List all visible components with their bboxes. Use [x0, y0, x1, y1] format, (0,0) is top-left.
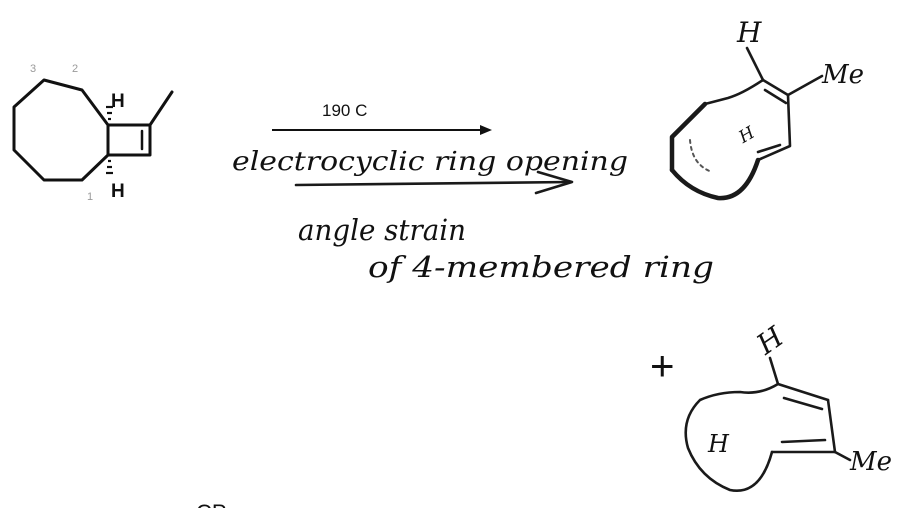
- product-1-h-label: H: [736, 16, 762, 49]
- reaction-arrow-group: 190 C electrocyclic ring opening: [232, 101, 628, 195]
- explanation-line-1: angle strain: [298, 213, 466, 247]
- bottom-text-fragment: CP: [196, 500, 227, 508]
- product-2-c-c-right: [826, 398, 837, 454]
- product-1-h-bond: [745, 46, 765, 82]
- plus-sign: +: [650, 342, 675, 389]
- ring-number-2: 2: [72, 63, 78, 75]
- product-2-methyl: Me: [849, 447, 892, 477]
- reactant-h-bottom: H: [111, 181, 125, 202]
- reactant-molecule: H H 3 2 1: [12, 63, 174, 203]
- product-1-double-bond-a: [763, 88, 788, 105]
- hashed-wedge-bottom: [106, 159, 113, 175]
- printed-arrowhead: [480, 125, 492, 135]
- ring-number-1: 1: [87, 191, 93, 203]
- product-2-ring-outline: [684, 382, 780, 493]
- product-2-h-label: H: [750, 320, 790, 362]
- handwritten-arrowhead: [534, 170, 574, 195]
- product-1-molecule: H Me H: [669, 16, 864, 201]
- cyclobutene-ring: [106, 123, 152, 157]
- cyclooctane-ring: [12, 78, 110, 182]
- product-1-ring-left-bold: [669, 101, 708, 173]
- explanation-note: angle strain of 4-membered ring: [298, 213, 714, 284]
- product-1-inner-h: H: [735, 122, 760, 148]
- product-1-double-bond-b: [756, 143, 782, 154]
- reactant-h-top: H: [111, 91, 125, 112]
- product-2-c-c-top: [776, 382, 830, 402]
- methyl-bond: [148, 90, 174, 127]
- product-1-ring-top: [703, 78, 765, 106]
- ring-number-3: 3: [30, 63, 36, 75]
- explanation-line-2: of 4-membered ring: [368, 250, 714, 284]
- product-2-double-bond-b: [780, 438, 827, 444]
- product-1-c2-c3: [761, 78, 790, 97]
- product-2-molecule: H Me H: [684, 320, 892, 493]
- arrow-handwritten-label: electrocyclic ring opening: [232, 147, 628, 177]
- product-2-inner-h: H: [707, 430, 730, 458]
- arrow-condition: 190 C: [322, 101, 367, 120]
- product-1-ring-bottom-bold: [669, 157, 761, 201]
- product-1-methyl-bond: [786, 74, 824, 97]
- product-1-ring-right: [756, 93, 792, 162]
- product-1-inner-dashes: [689, 139, 713, 173]
- product-2-methyl-bond: [833, 450, 852, 462]
- product-1-methyl: Me: [821, 60, 864, 90]
- hashed-wedge-top: [106, 105, 113, 121]
- product-2-h-bond: [768, 356, 780, 386]
- product-2-double-bond-a: [782, 396, 824, 411]
- handwritten-arrow-line: [294, 180, 572, 187]
